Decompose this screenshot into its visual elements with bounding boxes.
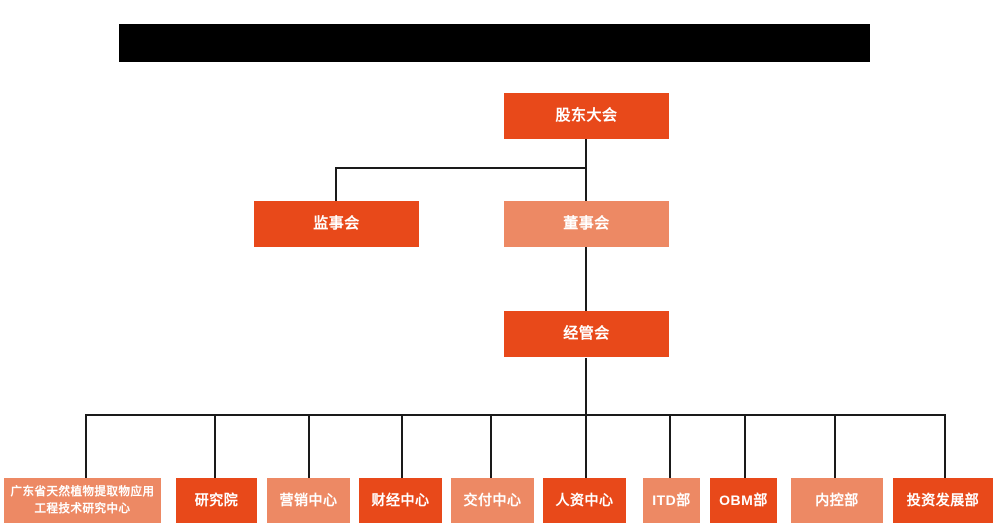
org-node-itd-department[interactable]: ITD部 xyxy=(643,478,700,523)
org-node-label: 内控部 xyxy=(815,491,859,508)
org-node-obm-department[interactable]: OBM部 xyxy=(710,478,777,523)
connector-drop-4 xyxy=(401,414,403,478)
connector-management-stem xyxy=(585,358,587,415)
connector-supervisors-drop xyxy=(335,167,337,201)
redacted-title-bar xyxy=(119,24,870,62)
org-node-board-of-directors[interactable]: 董事会 xyxy=(504,201,669,247)
connector-drop-7 xyxy=(669,414,671,478)
org-node-label: 研究院 xyxy=(194,491,239,508)
connector-drop-1 xyxy=(85,414,87,478)
org-node-hr-center[interactable]: 人资中心 xyxy=(543,478,626,523)
org-node-board-of-supervisors[interactable]: 监事会 xyxy=(254,201,419,247)
org-node-guangdong-research-center[interactable]: 广东省天然植物提取物应用工程技术研究中心 xyxy=(4,478,161,523)
connector-drop-8 xyxy=(744,414,746,478)
org-node-finance-center[interactable]: 财经中心 xyxy=(359,478,442,523)
org-node-internal-control-department[interactable]: 内控部 xyxy=(791,478,883,523)
org-node-label: ITD部 xyxy=(652,491,691,508)
org-node-label: 股东大会 xyxy=(555,106,618,124)
connector-level4-bus xyxy=(85,414,945,416)
org-node-label: OBM部 xyxy=(719,491,768,508)
org-node-label: 财经中心 xyxy=(371,491,430,508)
org-node-label: 营销中心 xyxy=(279,491,338,508)
org-node-management-committee[interactable]: 经管会 xyxy=(504,311,669,357)
org-node-label: 投资发展部 xyxy=(906,491,980,508)
org-node-label: 人资中心 xyxy=(555,491,614,508)
connector-drop-6 xyxy=(585,414,587,478)
connector-shareholders-stem xyxy=(585,139,587,169)
org-node-label: 交付中心 xyxy=(463,491,522,508)
connector-directors-to-management xyxy=(585,241,587,311)
connector-drop-10 xyxy=(944,414,946,478)
org-node-research-institute[interactable]: 研究院 xyxy=(176,478,257,523)
org-node-marketing-center[interactable]: 营销中心 xyxy=(267,478,350,523)
org-node-label: 经管会 xyxy=(563,324,610,342)
org-node-label: 监事会 xyxy=(313,214,360,232)
org-node-investment-development-department[interactable]: 投资发展部 xyxy=(893,478,993,523)
org-node-label: 广东省天然植物提取物应用工程技术研究中心 xyxy=(10,485,155,515)
connector-directors-drop xyxy=(585,167,587,201)
org-node-delivery-center[interactable]: 交付中心 xyxy=(451,478,534,523)
org-node-label: 董事会 xyxy=(563,214,610,232)
connector-level2-bus xyxy=(335,167,587,169)
connector-drop-9 xyxy=(834,414,836,478)
connector-drop-2 xyxy=(214,414,216,478)
connector-drop-5 xyxy=(490,414,492,478)
connector-drop-3 xyxy=(308,414,310,478)
org-node-shareholders-meeting[interactable]: 股东大会 xyxy=(504,93,669,139)
